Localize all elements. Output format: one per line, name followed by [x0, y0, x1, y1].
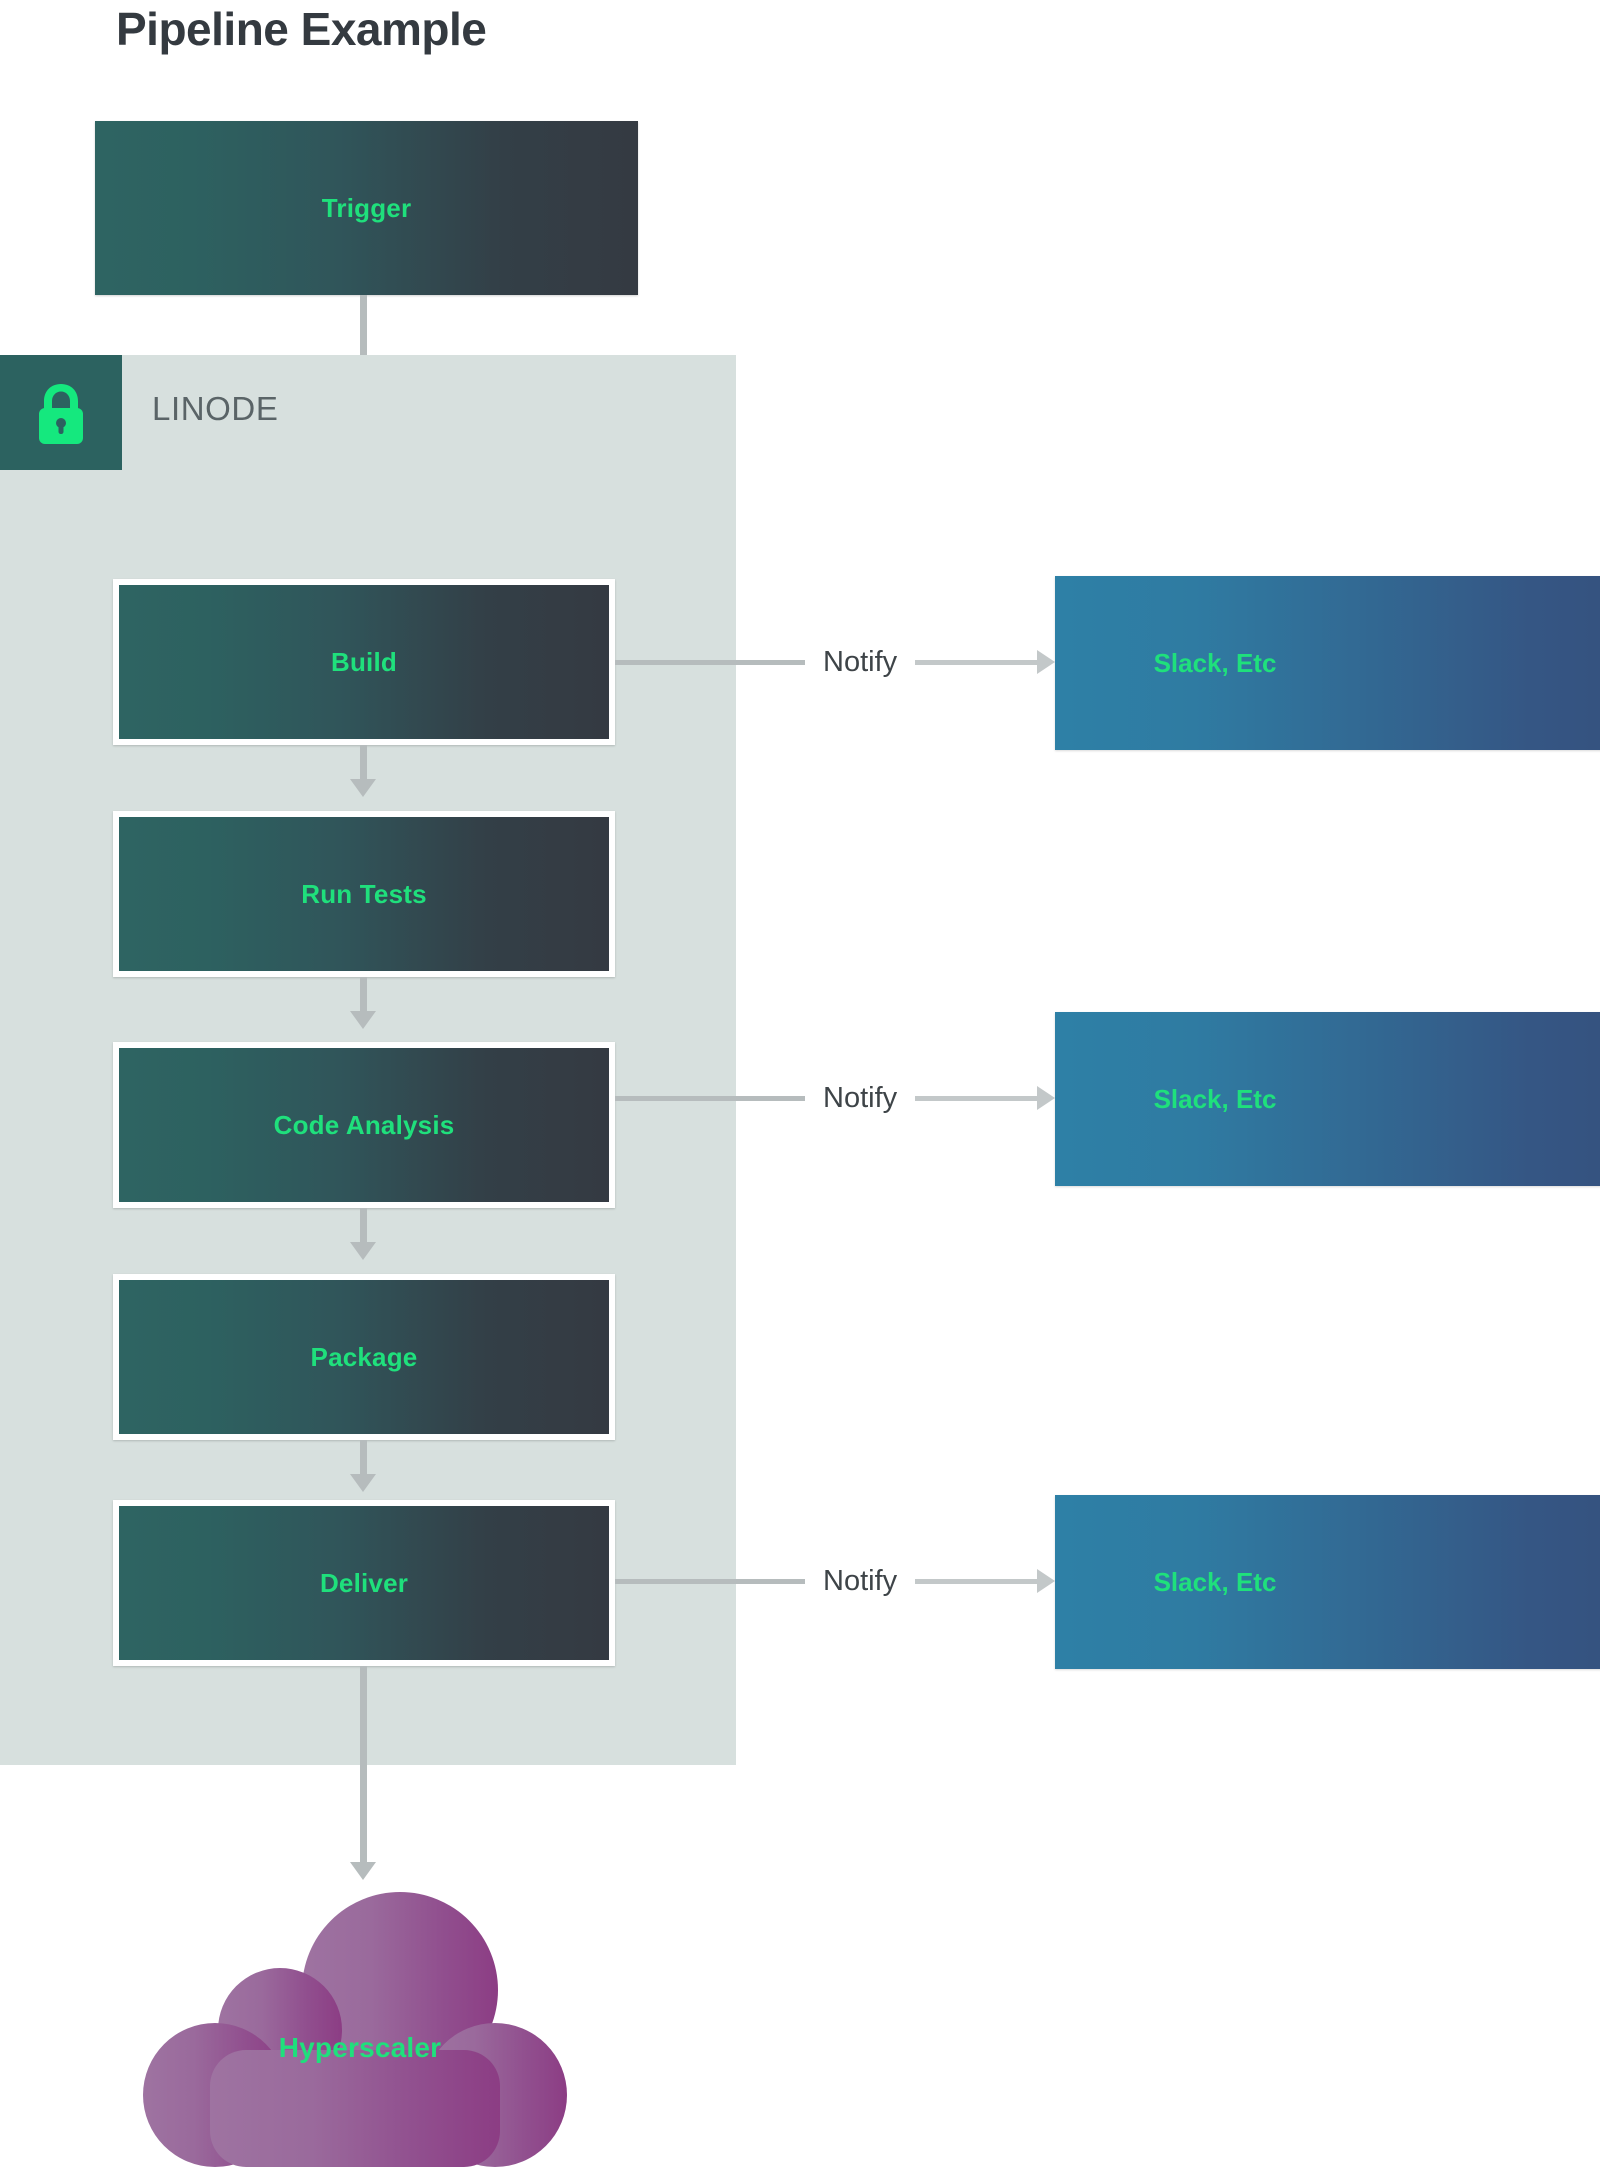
notify-target-label-build: Slack, Etc: [1153, 647, 1277, 678]
trigger-label: Trigger: [321, 192, 412, 223]
notify-arrow-line-code-analysis: [915, 1095, 1037, 1101]
notify-stub-build: [615, 659, 805, 665]
notify-arrowhead-code-analysis: [1037, 1086, 1055, 1110]
connector-code-analysis-to-package-arrowhead: [350, 1242, 376, 1260]
notify-stub-code-analysis: [615, 1095, 805, 1101]
lock-icon: [39, 383, 83, 444]
notify-label-code-analysis: Notify: [823, 1081, 898, 1114]
hyperscaler-label: Hyperscaler: [278, 2032, 442, 2063]
stage-box-build[interactable]: Build: [113, 579, 615, 745]
connector-build-to-run-tests-arrowhead: [350, 779, 376, 797]
linode-label: LINODE: [152, 390, 279, 427]
notify-target-box-build[interactable]: Slack, Etc: [1055, 576, 1600, 750]
connector-deliver-to-hyperscaler-line: [360, 1666, 367, 1866]
stage-box-deliver[interactable]: Deliver: [113, 1500, 615, 1666]
connector-run-tests-to-code-analysis-arrowhead: [350, 1011, 376, 1029]
notify-target-box-deliver[interactable]: Slack, Etc: [1055, 1495, 1600, 1669]
stage-box-run-tests[interactable]: Run Tests: [113, 811, 615, 977]
page-title: Pipeline Example: [116, 3, 487, 55]
connector-build-to-run-tests-line: [360, 745, 367, 781]
stage-box-package[interactable]: Package: [113, 1274, 615, 1440]
notify-connector-build: Notify: [615, 642, 1055, 682]
notify-arrowhead-build: [1037, 650, 1055, 674]
notify-arrow-deliver: [915, 1569, 1055, 1593]
connector-deliver-to-hyperscaler-arrowhead: [350, 1862, 376, 1880]
connector-run-tests-to-code-analysis-line: [360, 977, 367, 1013]
connector-code-analysis-to-package-line: [360, 1208, 367, 1244]
notify-stub-deliver: [615, 1578, 805, 1584]
connector-package-to-deliver-line: [360, 1440, 367, 1476]
stage-label-code-analysis: Code Analysis: [273, 1109, 455, 1140]
notify-connector-deliver: Notify: [615, 1561, 1055, 1601]
notify-target-label-deliver: Slack, Etc: [1153, 1566, 1277, 1597]
hyperscaler-cloud[interactable]: Hyperscaler: [140, 1880, 580, 2170]
trigger-box[interactable]: Trigger: [95, 121, 638, 295]
notify-arrowhead-deliver: [1037, 1569, 1055, 1593]
notify-arrow-line-build: [915, 659, 1037, 665]
notify-arrow-build: [915, 650, 1055, 674]
stage-label-build: Build: [331, 646, 397, 677]
notify-arrow-line-deliver: [915, 1578, 1037, 1584]
stage-label-deliver: Deliver: [319, 1567, 409, 1598]
stage-box-code-analysis[interactable]: Code Analysis: [113, 1042, 615, 1208]
notify-target-box-code-analysis[interactable]: Slack, Etc: [1055, 1012, 1600, 1186]
stage-label-run-tests: Run Tests: [301, 878, 427, 909]
notify-connector-code-analysis: Notify: [615, 1078, 1055, 1118]
notify-arrow-code-analysis: [915, 1086, 1055, 1110]
notify-label-build: Notify: [823, 645, 898, 678]
stage-label-package: Package: [310, 1341, 418, 1372]
connector-package-to-deliver-arrowhead: [350, 1474, 376, 1492]
linode-lock-badge: [0, 355, 122, 470]
notify-target-label-code-analysis: Slack, Etc: [1153, 1083, 1277, 1114]
connector-trigger-to-build-line: [360, 295, 367, 381]
notify-label-deliver: Notify: [823, 1564, 898, 1597]
cloud-shape-icon: [143, 1892, 567, 2167]
